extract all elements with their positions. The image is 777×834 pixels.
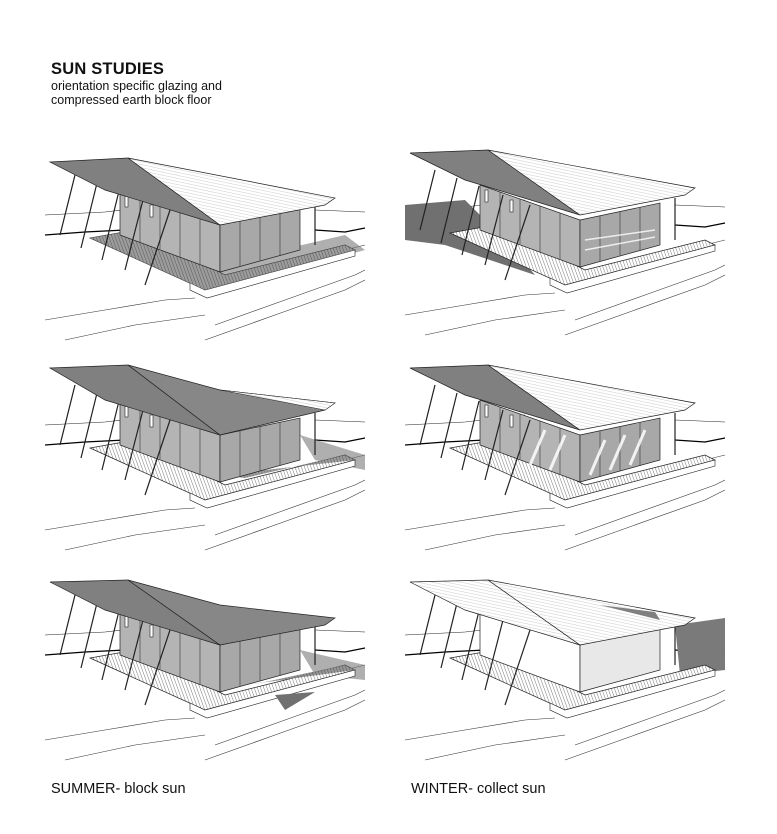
sun-study-summer-2 [45,360,375,555]
page-title: SUN STUDIES [51,60,165,78]
header: SUN STUDIES orientation specific glazing… [51,60,222,107]
sun-study-summer-3 [45,570,375,765]
caption-summer: SUMMER- block sun [51,781,186,797]
house-sketch-winter-3 [405,579,726,761]
house-sketch-winter-1 [405,149,726,336]
house-sketch-summer-3 [45,579,366,761]
house-sketch-summer-2 [45,364,366,551]
house-sketch-summer-1 [45,157,366,341]
house-sketch-winter-2 [405,364,726,551]
subtitle-line-1: orientation specific glazing and [51,79,222,93]
subtitle-line-2: compressed earth block floor [51,93,212,107]
sun-study-summer-1 [45,150,375,345]
sun-study-winter-1 [405,145,735,340]
sun-study-winter-3 [405,570,735,765]
sun-study-winter-2 [405,360,735,555]
caption-winter: WINTER- collect sun [411,781,546,797]
